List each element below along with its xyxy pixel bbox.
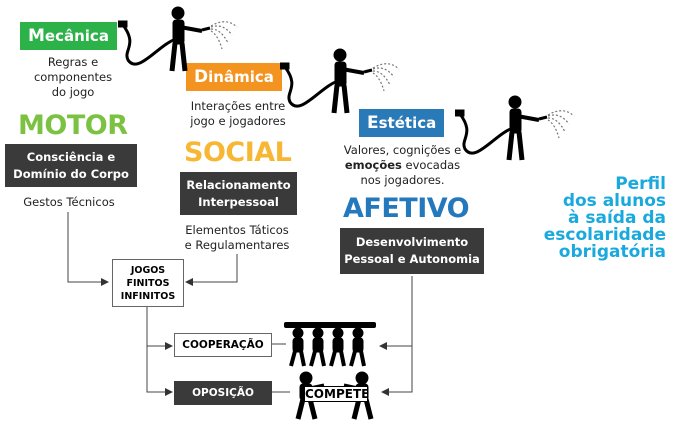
stage-mecanica-label: Mecânica [20,22,117,50]
estetica-description: Valores, cognições e emoções evocadas no… [343,143,462,187]
oposicao-box: OPOSIÇÃO [174,381,272,405]
motor-subtext: Gestos Técnicos [23,195,115,209]
domain-afetivo: AFETIVO [343,193,470,224]
afetivo-connector [379,276,413,350]
compete-label: COMPETE [304,386,370,402]
domain-social: SOCIAL [184,137,292,168]
afetivo-connector-2 [381,346,413,396]
profile-title: Perfil dos alunos à saída da escolaridad… [543,174,666,262]
social-connector [185,254,238,286]
stage-estetica-label: Estética [359,109,445,137]
watering-person-icon [455,95,575,161]
dinamica-description: Interações entre jogo e jogadores [190,99,286,128]
cooperation-team-icon [284,322,376,367]
cooperacao-box: COOPERAÇÃO [174,333,272,357]
social-subtext: Elementos Táticos e Regulamentares [184,223,290,252]
watering-person-icon [280,48,400,114]
mecanica-description: Regras e componentes do jogo [33,55,113,99]
opos-connector [146,346,173,396]
domain-motor: MOTOR [18,110,128,141]
stage-dinamica-label: Dinâmica [186,63,282,91]
coop-connector [146,306,173,350]
motor-connector [67,212,109,286]
watering-person-icon [118,6,238,72]
